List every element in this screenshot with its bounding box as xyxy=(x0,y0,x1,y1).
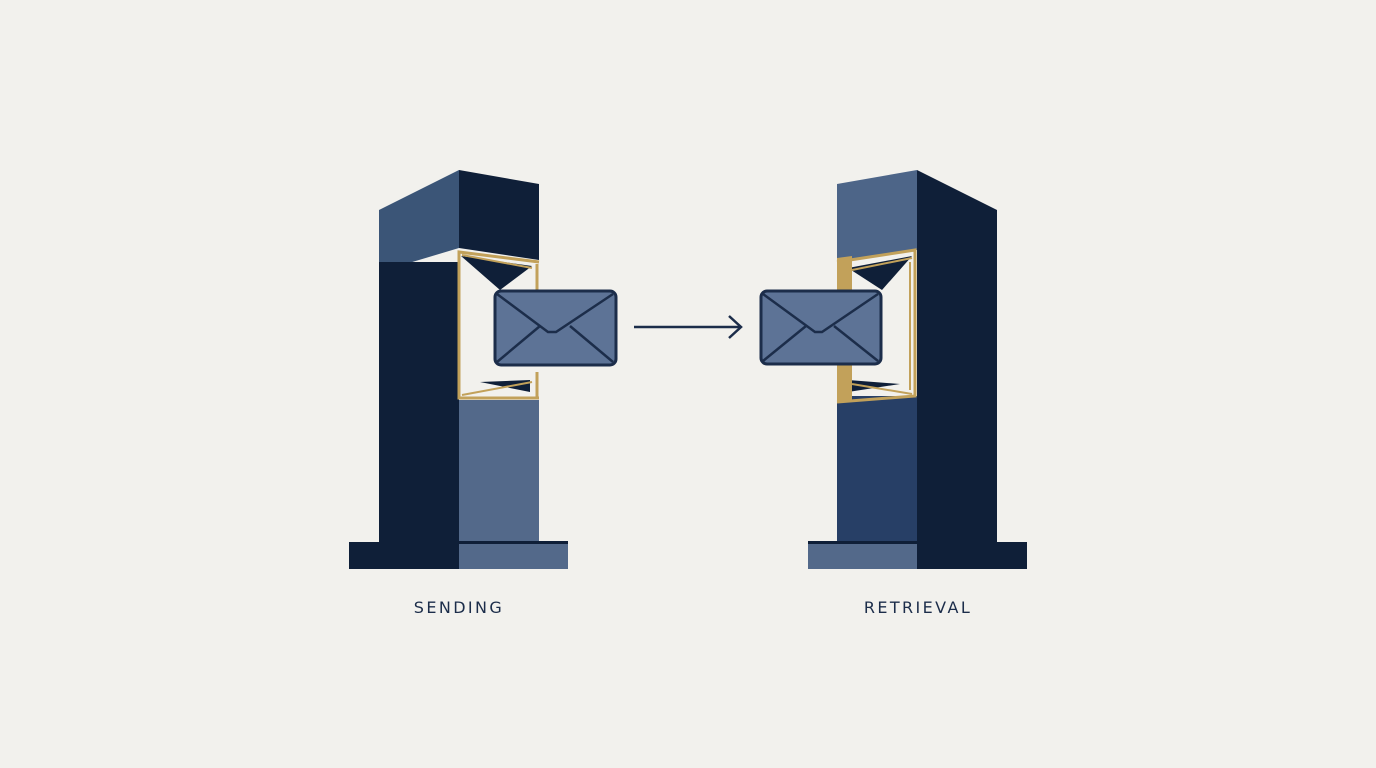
right-envelope-flap xyxy=(762,292,879,334)
left-tower-top-face xyxy=(379,170,459,272)
left-tower-left-face xyxy=(379,262,459,542)
left-slot-frame-outline xyxy=(457,250,540,400)
right-tower-base-dark xyxy=(917,542,1027,569)
retrieval-tower xyxy=(808,170,1027,569)
right-slot-frame-inner-top xyxy=(851,257,913,271)
right-envelope-fold-left xyxy=(762,325,807,362)
right-tower-top-left-face xyxy=(837,170,917,262)
right-envelope-fold-right xyxy=(833,325,879,362)
left-tower-base-line xyxy=(459,541,568,544)
arrow-head xyxy=(728,315,743,339)
left-envelope-fold-right xyxy=(569,325,614,363)
right-slot-top-flap xyxy=(848,256,912,290)
right-envelope-body xyxy=(759,289,883,366)
right-tower-right-face xyxy=(917,250,997,542)
left-slot-frame-inner-top xyxy=(461,254,533,269)
right-tower-base-line xyxy=(808,541,917,544)
retrieval-label: RETRIEVAL xyxy=(863,598,973,617)
right-slot-frame-inner-bottom xyxy=(851,383,913,395)
left-tower-base-light xyxy=(459,542,568,569)
right-slot-frame-outline xyxy=(836,248,917,404)
right-tower-base-light xyxy=(808,542,917,569)
right-tower-top-right-face xyxy=(917,170,997,272)
right-tower-lower-left-face xyxy=(837,396,917,542)
left-slot-frame xyxy=(457,250,540,400)
sending-label: SENDING xyxy=(413,598,505,617)
left-tower-top-right-face xyxy=(459,170,539,260)
left-tower-lower-right-face xyxy=(459,400,539,542)
right-slot-bottom-flap xyxy=(848,380,900,392)
left-envelope-flap xyxy=(496,292,614,334)
left-slot-frame-inner-bottom xyxy=(461,381,533,396)
envelope-icon xyxy=(759,289,883,366)
left-tower-base-dark xyxy=(349,542,459,569)
left-envelope-fold-left xyxy=(496,325,541,363)
left-envelope-body xyxy=(493,289,618,367)
sending-tower xyxy=(349,170,568,569)
arrow-right-icon xyxy=(634,315,743,339)
envelope-icon xyxy=(493,289,618,367)
